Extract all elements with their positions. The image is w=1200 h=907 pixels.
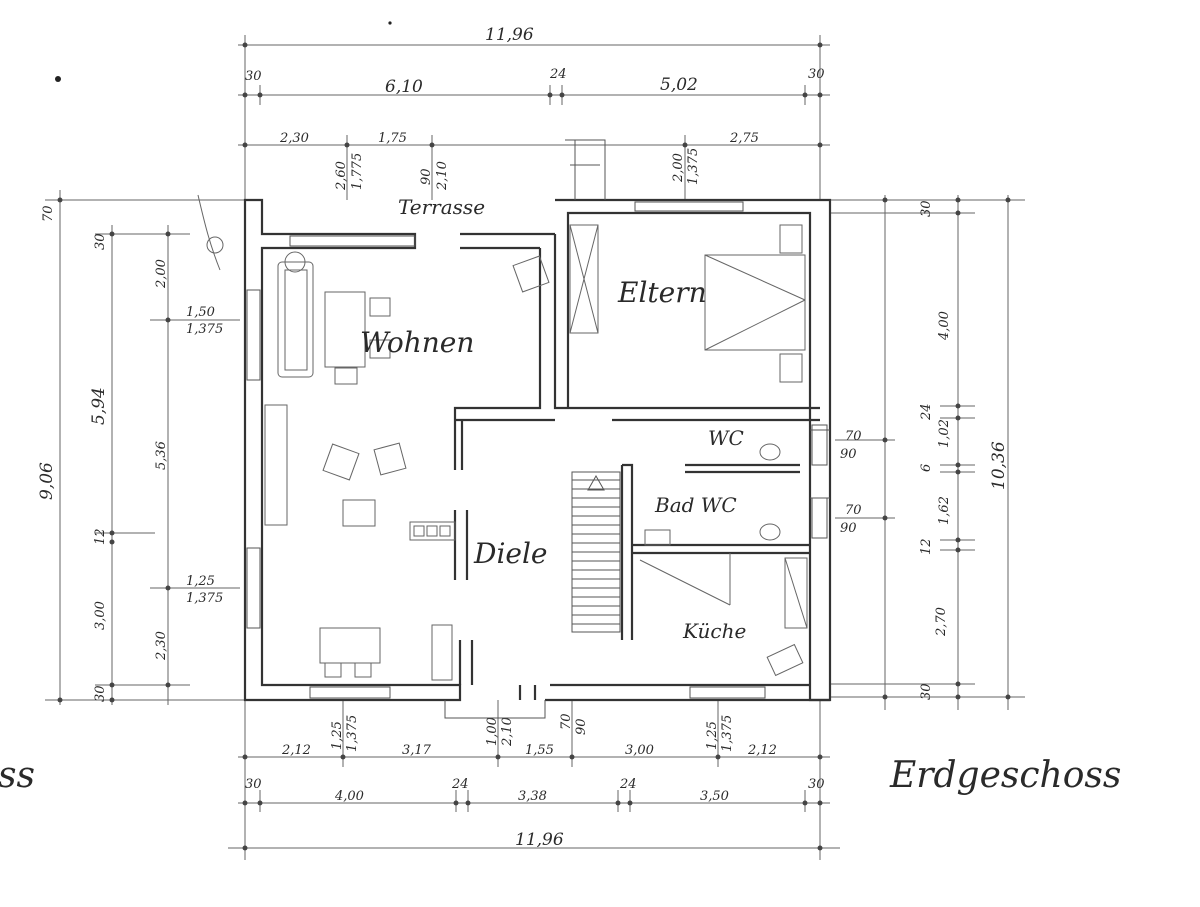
dim-bottom-r1-o4-bot: 1,375	[720, 715, 735, 752]
dim-bottom-r2-d: 3,38	[518, 789, 547, 804]
dim-bottom-r2-b: 4,00	[334, 789, 364, 804]
dim-top-r2-d: 5,02	[660, 75, 698, 95]
dim-right-i: 30	[919, 683, 934, 700]
dim-top-o2-top: 90	[419, 168, 434, 185]
dim-bottom-r2-g: 30	[808, 777, 825, 792]
dim-bottom-r2-a: 30	[245, 777, 262, 792]
dim-bottom-r1-o4-top: 1,25	[705, 721, 720, 750]
dim-right-a: 30	[919, 200, 934, 217]
room-wc: WC	[708, 426, 744, 450]
room-labels: Terrasse Wohnen Eltern WC Bad WC Diele K…	[360, 195, 746, 643]
dim-bottom-r1-c: 1,55	[525, 743, 554, 758]
dim-right-h: 2,70	[934, 607, 949, 637]
right-dimensions: 30 4,00 24 1,02 6 1,62 12 2,70 30 10,36 …	[830, 195, 1025, 710]
dim-bottom-r1-d: 3,00	[625, 743, 654, 758]
dim-top-r3-a: 2,30	[279, 131, 309, 146]
dim-bottom-r1-o1-top: 1,25	[330, 721, 345, 750]
left-dimensions: 70 9,06 30 2,00 5,94 5,36 12 3,00 2,30 3…	[37, 190, 245, 705]
dim-right-c: 24	[919, 403, 934, 421]
staircase	[571, 471, 621, 633]
dim-bottom-r2-c: 24	[451, 777, 469, 792]
dim-right-d: 1,02	[937, 419, 952, 448]
dim-right-bad-top: 70	[845, 503, 862, 518]
cut-off-title-fragment: ss	[0, 755, 35, 796]
dim-top-r3-c: 2,75	[729, 131, 759, 146]
dim-bottom-r1-e: 2,12	[747, 743, 777, 758]
dim-top-o1-bot: 1,775	[350, 153, 365, 190]
dim-right-e: 6	[919, 464, 934, 472]
dim-left-top: 70	[41, 205, 56, 222]
dim-top-r3-b: 1,75	[378, 131, 407, 146]
dim-left-g: 5,36	[154, 441, 169, 470]
dim-top-r2-e: 30	[808, 67, 825, 82]
dim-bottom-r1-a: 2,12	[281, 743, 311, 758]
dim-right-overall: 10,36	[989, 441, 1009, 490]
dim-right-g: 12	[919, 538, 934, 555]
dim-bottom-r1-o3-bot: 90	[574, 718, 589, 735]
dim-top-r2-c: 24	[549, 67, 567, 82]
room-wohnen: Wohnen	[360, 326, 474, 359]
windows	[246, 201, 828, 699]
dim-left-overall: 9,06	[37, 462, 57, 500]
dim-right-bad-bot: 90	[840, 521, 857, 536]
dim-top-r2-a: 30	[245, 69, 262, 84]
dim-top-overall: 11,96	[485, 25, 534, 45]
dim-left-b: 2,00	[154, 259, 169, 289]
dim-top-r2-b: 6,10	[385, 77, 423, 97]
pencil-dot	[388, 21, 392, 25]
dim-right-f: 1,62	[937, 496, 952, 525]
dim-top-o3-bot: 1,375	[686, 148, 701, 185]
room-diele: Diele	[473, 537, 548, 570]
dim-left-w2-top: 1,25	[186, 574, 215, 589]
dim-right-wc-top: 70	[845, 429, 862, 444]
dim-right-wc-bot: 90	[840, 447, 857, 462]
room-eltern: Eltern	[617, 276, 707, 309]
dim-right-b: 4,00	[937, 311, 952, 341]
dim-bottom-r1-o2-bot: 2,10	[500, 717, 515, 747]
dim-left-w1-top: 1,50	[186, 305, 215, 320]
dim-left-w1-bot: 1,375	[186, 322, 223, 337]
drawing-title: Erdgeschoss	[889, 755, 1121, 796]
dim-bottom-r1-b: 3,17	[402, 743, 432, 758]
top-dimensions: 11,96 30 6,10 24 5,02 30 2,30 1,75 2,75 …	[238, 25, 830, 200]
dim-left-w2-bot: 1,375	[186, 591, 223, 606]
dim-bottom-r1-o3-top: 70	[559, 713, 574, 730]
room-bad-wc: Bad WC	[654, 493, 737, 517]
bottom-dimensions: 2,12 1,25 1,375 3,17 1,00 2,10 1,55 70 9…	[228, 700, 840, 860]
dim-left-d: 12	[93, 528, 108, 545]
dim-left-a: 30	[93, 233, 108, 250]
pencil-dot	[55, 76, 61, 82]
dim-bottom-overall: 11,96	[515, 830, 564, 850]
dim-left-h: 2,30	[154, 631, 169, 661]
dim-bottom-r2-f: 3,50	[700, 789, 729, 804]
dim-bottom-r1-o1-bot: 1,375	[345, 715, 360, 752]
dim-top-o2-bot: 2,10	[435, 161, 450, 191]
dim-left-c: 5,94	[89, 387, 109, 425]
room-kueche: Küche	[682, 619, 746, 643]
room-terrasse: Terrasse	[398, 195, 485, 219]
furniture	[197, 139, 808, 681]
dim-top-o3-top: 2,00	[671, 153, 686, 183]
dim-left-f: 30	[93, 685, 108, 702]
dim-left-e: 3,00	[93, 601, 108, 630]
dim-top-o1-top: 2,60	[334, 161, 349, 191]
dim-bottom-r2-e: 24	[619, 777, 637, 792]
dim-bottom-r1-o2-top: 1,00	[485, 717, 500, 746]
